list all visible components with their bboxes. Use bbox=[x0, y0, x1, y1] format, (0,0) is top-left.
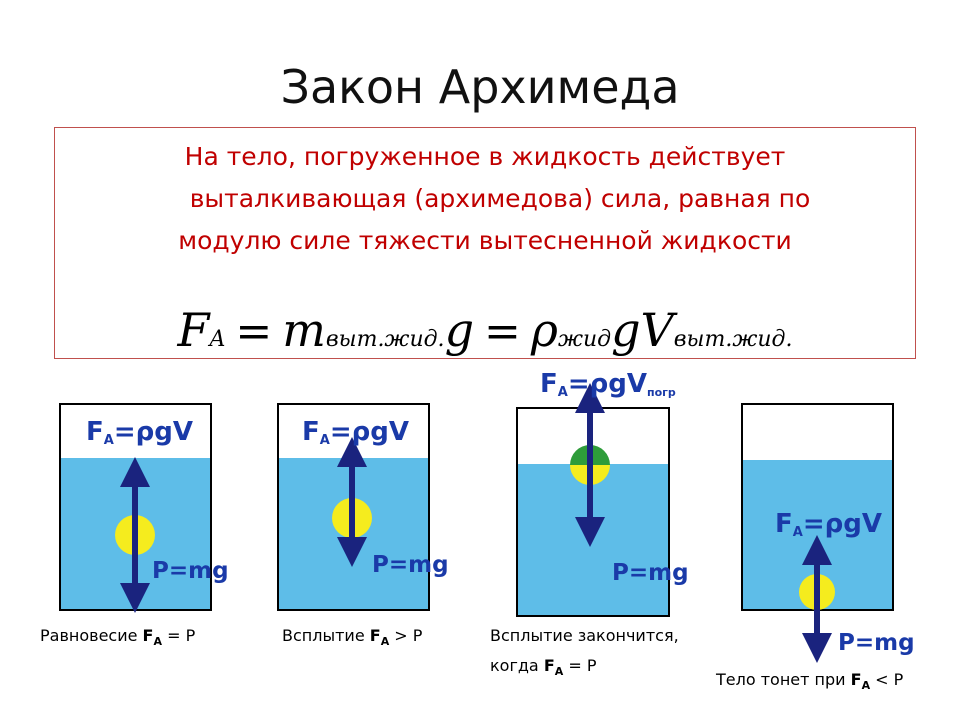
p-label-3: P=mg bbox=[612, 560, 689, 586]
formula-eq-1: = bbox=[235, 306, 273, 357]
p-label-2: P=mg bbox=[372, 552, 449, 578]
definition-line-1: На тело, погруженное в жидкость действуе… bbox=[184, 142, 786, 171]
beaker-sinking: FA=ρgV P=mg bbox=[741, 403, 915, 663]
p-label-4: P=mg bbox=[838, 630, 915, 656]
caption-surfacing: Всплытие FA > P bbox=[282, 626, 423, 649]
formula-sub-vyt-2: выт.жид. bbox=[673, 327, 793, 352]
definition-box: На тело, погруженное в жидкость действуе… bbox=[54, 127, 916, 359]
formula-eq-2: = bbox=[484, 306, 521, 357]
beaker-equilibrium: FA=ρgV P=mg bbox=[59, 403, 229, 613]
definition-line-3: модулю силе тяжести вытесненной жидкости bbox=[178, 226, 792, 255]
formula-F: F bbox=[177, 303, 210, 357]
caption-equilibrium: Равновесие FA = P bbox=[40, 626, 196, 649]
beaker-outline-2 bbox=[277, 403, 430, 611]
formula-sub-vyt: выт.жид. bbox=[325, 327, 445, 352]
formula-g: g bbox=[444, 303, 475, 357]
fa-label-3: FA=ρgVпогр bbox=[540, 369, 676, 400]
archimedes-formula: FA=mвыт.жид.g=ρжидgVвыт.жид. bbox=[55, 303, 915, 357]
formula-V: V bbox=[640, 303, 674, 357]
formula-g-2: g bbox=[611, 303, 641, 357]
p-label-1: P=mg bbox=[152, 558, 229, 584]
caption-floating-line-1: Всплытие закончится, bbox=[490, 626, 679, 645]
page-title: Закон Архимеда bbox=[280, 60, 680, 114]
fa-label-2: FA=ρgV bbox=[302, 417, 409, 448]
definition-line-2: выталкивающая (архимедова) сила, равная … bbox=[189, 184, 811, 213]
fa-label-1: FA=ρgV bbox=[86, 417, 193, 448]
beaker-floating: FA=ρgVпогр P=mg bbox=[516, 369, 689, 617]
caption-floating-line-2: когда FA = P bbox=[490, 656, 597, 679]
caption-sinking: Тело тонет при FA < P bbox=[716, 670, 904, 693]
formula-sub-zhid: жид bbox=[557, 327, 612, 352]
fa-label-4: FA=ρgV bbox=[775, 509, 882, 540]
formula-rho: ρ bbox=[530, 303, 558, 357]
formula-m: m bbox=[282, 303, 326, 357]
formula-A-sub: A bbox=[209, 327, 226, 352]
beaker-surfacing: FA=ρgV P=mg bbox=[277, 403, 449, 611]
